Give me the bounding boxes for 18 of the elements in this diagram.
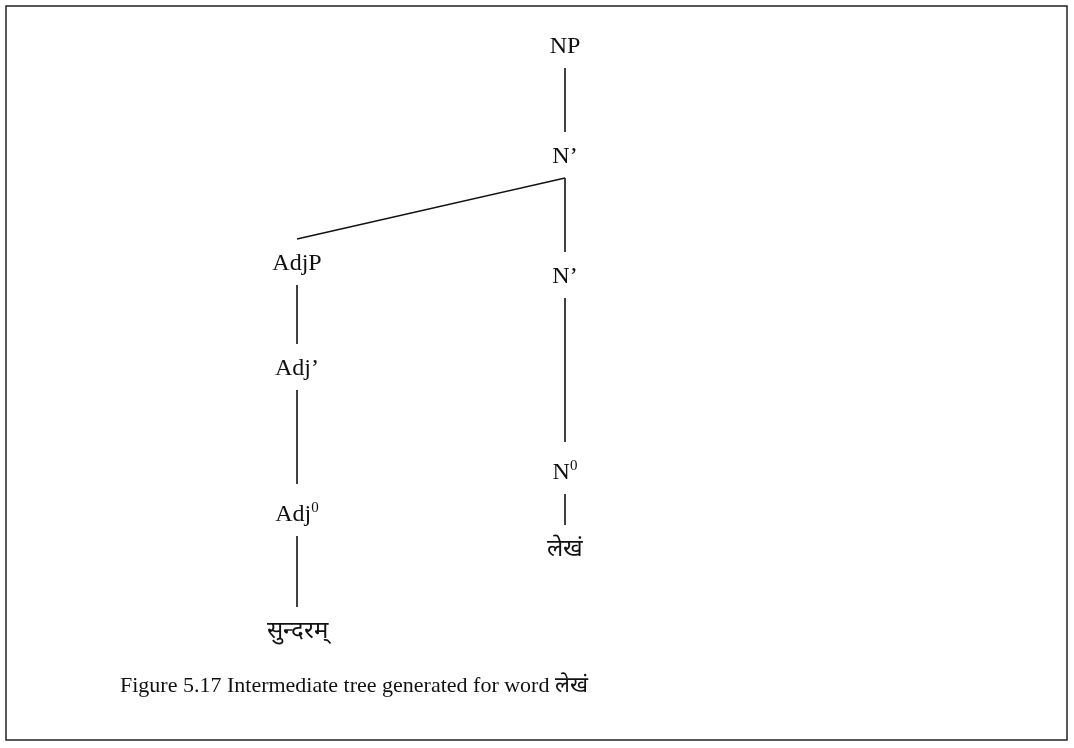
tree-label: AdjP xyxy=(268,239,326,285)
tree-label: Adj’ xyxy=(271,344,323,390)
tree-branch xyxy=(296,177,566,240)
tree-label: लेखं xyxy=(543,525,587,571)
tree-branch xyxy=(564,493,566,526)
tree-label: N’ xyxy=(548,132,582,178)
tree-label: N’ xyxy=(548,252,582,298)
figure-caption: Figure 5.17 Intermediate tree generated for word लेखं xyxy=(120,671,588,698)
tree-label: NP xyxy=(545,22,585,68)
tree-branch xyxy=(564,67,566,133)
tree-label: सुन्दरम् xyxy=(262,607,332,653)
tree-branch xyxy=(296,389,298,485)
tree-branch xyxy=(564,297,566,443)
tree-branch xyxy=(296,535,298,608)
tree-branch xyxy=(296,284,298,345)
tree-label: N$^{0}$ xyxy=(548,442,582,494)
tree-label: Adj$^{0}$ xyxy=(271,484,323,536)
tree-branch xyxy=(564,177,566,253)
